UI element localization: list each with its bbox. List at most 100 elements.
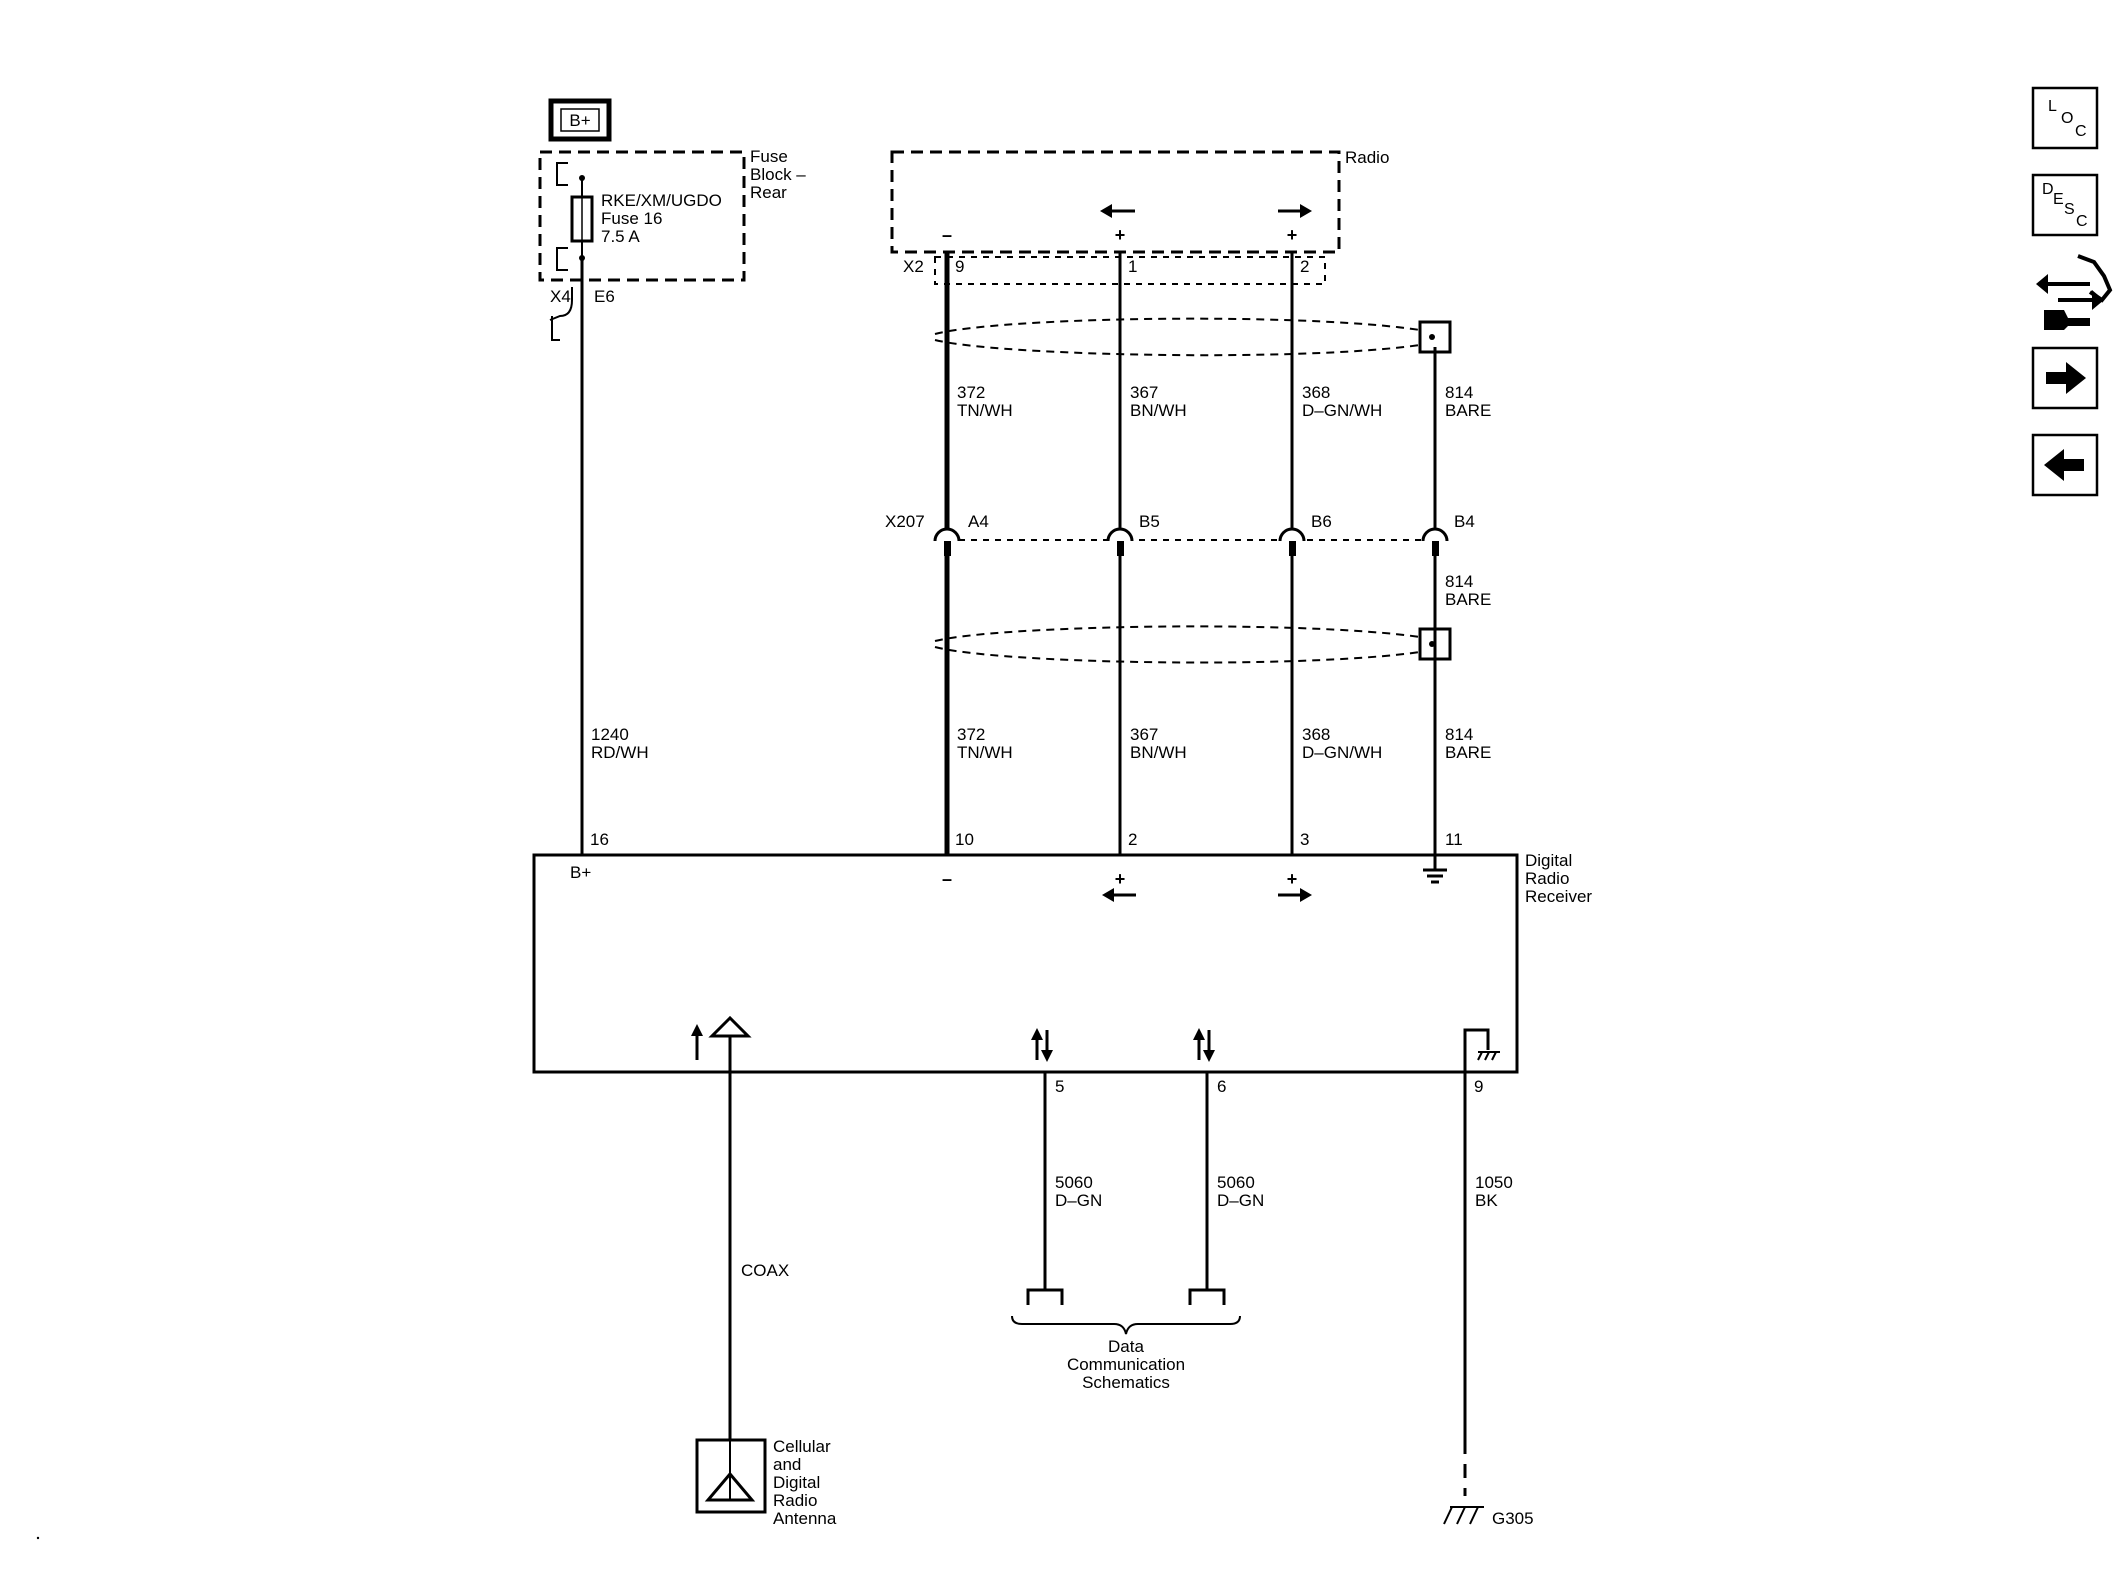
antenna-input-icon — [691, 1015, 752, 1060]
desc-letter-d: D — [2042, 181, 2054, 198]
inline-pin-a4: A4 — [968, 512, 989, 531]
upper-wire-4-color: BARE — [1445, 401, 1491, 420]
receiver-pin-11: 11 — [1445, 830, 1463, 849]
digital-radio-receiver: 16 10 2 3 11 Digital Radio Receiver B+ –… — [532, 830, 1592, 1096]
inline-pin-b5: B5 — [1139, 512, 1160, 531]
receiver-pin-3: 3 — [1300, 830, 1309, 849]
arrow-right-icon — [1278, 204, 1312, 218]
loc-letter-c: C — [2075, 123, 2087, 140]
power-wire-color: RD/WH — [591, 743, 649, 762]
antenna-label-4: Radio — [773, 1491, 817, 1510]
receiver-label-2: Radio — [1525, 869, 1569, 888]
next-button[interactable] — [2031, 346, 2099, 410]
data-wire-1-color: D–GN — [1055, 1191, 1102, 1210]
lower-wire-4-circuit: 814 — [1445, 725, 1473, 744]
drain-wire-color: BARE — [1445, 590, 1491, 609]
lower-wire-2-circuit: 367 — [1130, 725, 1158, 744]
receiver-pin-6: 6 — [1217, 1077, 1226, 1096]
arrow-left-icon — [2044, 449, 2084, 481]
radio-pin-9: 9 — [955, 257, 964, 276]
lower-wire-2-color: BN/WH — [1130, 743, 1187, 762]
desc-letter-s: S — [2064, 201, 2075, 218]
loc-button[interactable]: L O C — [2031, 86, 2099, 150]
chassis-ground-icon — [1463, 1028, 1500, 1072]
lower-wire-1-circuit: 372 — [957, 725, 985, 744]
coax-label: COAX — [741, 1261, 789, 1280]
receiver-b-plus-label: B+ — [570, 863, 591, 882]
bidirectional-arrow-icon — [1193, 1028, 1215, 1062]
upper-wire-3-color: D–GN/WH — [1302, 401, 1382, 420]
receiver-pin-9: 9 — [1474, 1077, 1483, 1096]
fuse-label-1: RKE/XM/UGDO — [601, 191, 722, 210]
data-terminal-icon — [1026, 1288, 1226, 1305]
radio-pin-1-symbol: + — [1115, 225, 1126, 245]
loc-letter-l: L — [2048, 98, 2057, 115]
radio-pin-2: 2 — [1300, 257, 1309, 276]
data-comm-label-1: Data — [1108, 1337, 1144, 1356]
loc-letter-o: O — [2061, 110, 2073, 127]
lower-shield — [934, 625, 1452, 664]
inline-connector-x207: X207 A4 B5 B6 B4 — [885, 512, 1475, 556]
radio-pin-2-symbol: + — [1287, 225, 1298, 245]
antenna-icon — [695, 1438, 767, 1514]
power-source-label: B+ — [569, 111, 590, 130]
radio-connector-label: X2 — [903, 257, 924, 276]
ground-label: G305 — [1492, 1509, 1534, 1528]
inline-connector-label: X207 — [885, 512, 925, 531]
lower-wire-3-circuit: 368 — [1302, 725, 1330, 744]
inline-pin-b6: B6 — [1311, 512, 1332, 531]
antenna-label-1: Cellular — [773, 1437, 831, 1456]
connector-icon — [2036, 254, 2113, 330]
fuse-block-label-3: Rear — [750, 183, 787, 202]
ground-wire-color: BK — [1475, 1191, 1498, 1210]
upper-shield — [934, 317, 1452, 357]
data-wire-1-circuit: 5060 — [1055, 1173, 1093, 1192]
fuse-pin-label: E6 — [594, 287, 615, 306]
scan-artifact — [36, 1536, 40, 1540]
lower-wire-3-color: D–GN/WH — [1302, 743, 1382, 762]
radio-pin-9-symbol: – — [942, 225, 952, 245]
arrow-right-icon — [2046, 362, 2086, 394]
desc-button[interactable]: D E S C — [2031, 173, 2099, 237]
brace — [1011, 1315, 1241, 1335]
radio-label: Radio — [1345, 148, 1389, 167]
receiver-pin-3-symbol: + — [1287, 869, 1298, 889]
arrow-right-icon — [1278, 888, 1312, 902]
prev-button[interactable] — [2031, 433, 2099, 497]
fuse-connector-label: X4 — [550, 287, 571, 306]
data-wire-2-color: D–GN — [1217, 1191, 1264, 1210]
chassis-ground-icon — [1443, 1506, 1484, 1525]
receiver-label-1: Digital — [1525, 851, 1572, 870]
fuse-label-3: 7.5 A — [601, 227, 640, 246]
fuse-block: Fuse Block – Rear RKE/XM/UGDO Fuse 16 7.… — [538, 147, 806, 282]
receiver-pin-10: 10 — [955, 830, 974, 849]
radio-pin-1: 1 — [1128, 257, 1137, 276]
data-comm-label-2: Communication — [1067, 1355, 1185, 1374]
lower-wire-4-color: BARE — [1445, 743, 1491, 762]
lower-wire-1-color: TN/WH — [957, 743, 1013, 762]
upper-wire-3-circuit: 368 — [1302, 383, 1330, 402]
drain-wire-circuit: 814 — [1445, 572, 1473, 591]
arrow-left-icon — [1102, 888, 1136, 902]
fuse-label-2: Fuse 16 — [601, 209, 662, 228]
fuse-block-label-1: Fuse — [750, 147, 788, 166]
upper-wire-4-circuit: 814 — [1445, 383, 1473, 402]
ground-wire-circuit: 1050 — [1475, 1173, 1513, 1192]
power-source: B+ — [548, 98, 612, 142]
connector-button[interactable] — [2036, 254, 2113, 330]
antenna-label-5: Antenna — [773, 1509, 837, 1528]
ground-icon — [1423, 855, 1447, 884]
bidirectional-arrow-icon — [1031, 1028, 1053, 1062]
power-wire-circuit: 1240 — [591, 725, 629, 744]
receiver-pin-2: 2 — [1128, 830, 1137, 849]
inline-pin-b4: B4 — [1454, 512, 1475, 531]
arrow-left-icon — [1100, 204, 1135, 218]
radio-module: Radio – + + — [890, 148, 1389, 254]
upper-wire-1-color: TN/WH — [957, 401, 1013, 420]
receiver-pin-2-symbol: + — [1115, 869, 1126, 889]
receiver-pin-10-symbol: – — [942, 869, 952, 889]
receiver-pin-16: 16 — [590, 830, 609, 849]
antenna-label-2: and — [773, 1455, 801, 1474]
antenna-label-3: Digital — [773, 1473, 820, 1492]
